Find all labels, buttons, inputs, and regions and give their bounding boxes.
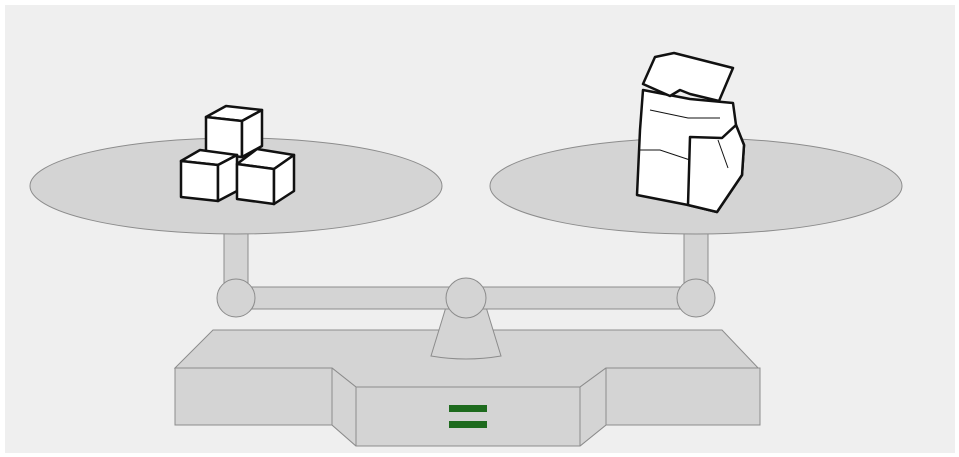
right-beam-joint xyxy=(677,279,715,317)
equals-bar-bottom xyxy=(449,421,487,428)
left-beam-joint xyxy=(217,279,255,317)
cube-top xyxy=(206,106,262,157)
center-pivot xyxy=(446,278,486,318)
cube-bottom-left xyxy=(181,150,237,201)
paper-bag xyxy=(637,53,744,212)
equals-bar-top xyxy=(449,405,487,412)
cube-bottom-right xyxy=(237,149,294,204)
